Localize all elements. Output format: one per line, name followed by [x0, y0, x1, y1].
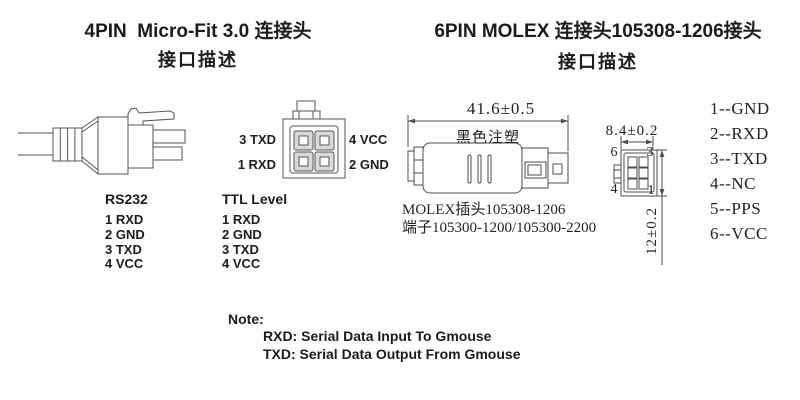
- right-section-title: 6PIN MOLEX 连接头105308-1206接头: [434, 21, 762, 42]
- note-line-txd: TXD: Serial Data Output From Gmouse: [263, 346, 521, 362]
- microfit-face-drawing: [282, 100, 346, 179]
- plug-body-side: [422, 142, 523, 194]
- pinout-line: 5--PPS: [710, 199, 762, 218]
- plug-model-text: MOLEX插头105308-1206: [402, 202, 566, 218]
- face-latch: [292, 100, 321, 120]
- microfit-cable-plug-drawing: [18, 107, 186, 175]
- left-section-subtitle: 接口描述: [158, 50, 238, 70]
- rs232-pin-list: 1 RXD 2 GND 3 TXD 4 VCC: [105, 212, 145, 272]
- face-label-pin2: 2 GND: [349, 157, 389, 172]
- width-dimension-text: 8.4±0.2: [605, 123, 659, 139]
- rs232-pin: 4 VCC: [105, 256, 144, 272]
- six-pin-face: [613, 149, 658, 197]
- pinout-line: 1--GND: [710, 99, 770, 118]
- face-label-pin4: 4 VCC: [349, 132, 388, 147]
- length-dimension-text: 41.6±0.5: [466, 99, 536, 118]
- overmold-body: [97, 116, 154, 175]
- ttl-pin: 3 TXD: [222, 241, 259, 257]
- ttl-pin-list: 1 RXD 2 GND 3 TXD 4 VCC: [222, 212, 262, 272]
- material-label: 黑色注塑: [456, 130, 521, 146]
- pinout-line: 6--VCC: [710, 224, 768, 243]
- latch-arm: [127, 107, 175, 125]
- rs232-pin: 1 RXD: [105, 212, 144, 227]
- latch-section-side: [521, 147, 549, 189]
- boot-taper: [81, 116, 99, 175]
- cable-wires: [18, 132, 53, 156]
- face-inner-housing: [289, 125, 339, 174]
- ttl-pin: 1 RXD: [222, 212, 261, 227]
- rs232-pin: 3 TXD: [105, 241, 142, 257]
- cable-gland-cap: [407, 146, 424, 186]
- molex-pinout-list: 1--GND 2--RXD 3--TXD 4--NC 5--PPS 6--VCC: [710, 96, 770, 246]
- height-dimension-text: 12±0.2: [644, 207, 660, 255]
- plug-tip-side: [547, 152, 569, 184]
- right-section-subtitle: 接口描述: [558, 52, 638, 72]
- face-label-pin1: 1 RXD: [237, 157, 276, 172]
- pin-terminals: [298, 135, 330, 167]
- dimension-arrowheads: [408, 118, 665, 196]
- rs232-header: RS232: [105, 191, 148, 207]
- ttl-pin: 2 GND: [222, 226, 262, 242]
- face-pin-number-3: 3: [646, 145, 654, 160]
- body-vent-slots: [467, 154, 492, 184]
- terminal-pins: [152, 129, 186, 161]
- ttl-header: TTL Level: [222, 191, 288, 207]
- molex-technical-drawing: [407, 115, 667, 265]
- pinout-line: 3--TXD: [710, 149, 768, 168]
- left-section-title: 4PIN Micro-Fit 3.0 连接头: [84, 21, 312, 42]
- terminal-model-text: 端子105300-1200/105300-2200: [402, 220, 597, 236]
- face-pin-number-1: 1: [647, 183, 655, 198]
- note-line-rxd: RXD: Serial Data Input To Gmouse: [263, 328, 492, 344]
- face-pin-number-4: 4: [610, 182, 618, 197]
- face-pin-number-6: 6: [610, 145, 618, 160]
- face-outer-shell: [282, 118, 346, 179]
- strain-relief-ribs: [52, 127, 83, 162]
- ttl-pin: 4 VCC: [222, 256, 261, 272]
- pinout-line: 4--NC: [710, 174, 756, 193]
- rs232-pin: 2 GND: [105, 226, 145, 242]
- face-label-pin3: 3 TXD: [239, 132, 276, 147]
- note-header: Note:: [228, 311, 264, 327]
- pinout-line: 2--RXD: [710, 124, 769, 143]
